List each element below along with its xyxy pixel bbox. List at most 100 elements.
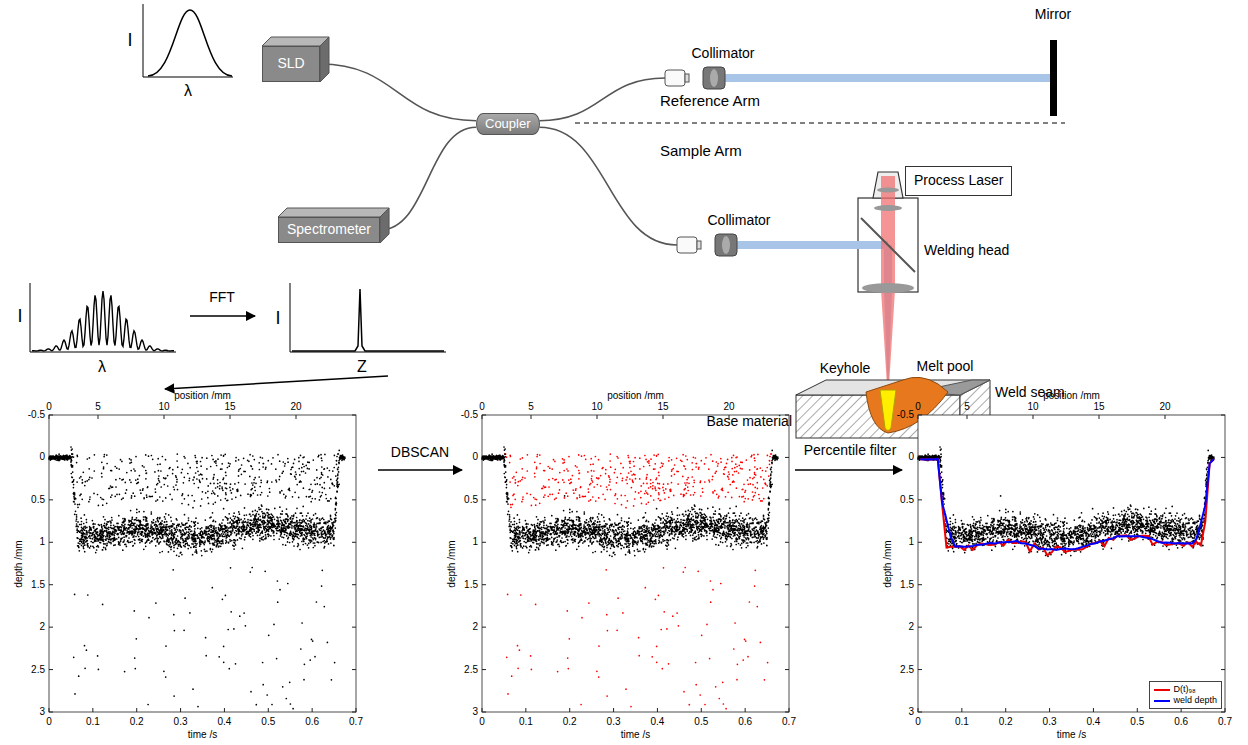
tick-label: 0.1 <box>955 717 969 727</box>
depth-plots <box>49 415 1225 712</box>
line-shape <box>1221 669 1225 670</box>
tick-label: 2.5 <box>31 665 45 675</box>
line-shape <box>1221 627 1225 628</box>
path-shape <box>278 208 389 217</box>
line-shape <box>92 708 93 712</box>
line-shape <box>1093 708 1094 712</box>
axis-label: Z <box>357 359 367 375</box>
tick-label: 0.5 <box>464 495 478 505</box>
tick-label: 0.5 <box>694 717 708 727</box>
tick-label: -0.5 <box>897 410 914 420</box>
line-shape <box>613 708 614 712</box>
line-shape <box>918 415 919 419</box>
collimator-symbol <box>665 66 737 90</box>
collimator: Collimator <box>665 66 737 90</box>
step-label: Percentile filter <box>804 443 897 457</box>
tick-label: 1 <box>39 537 45 547</box>
part-label: Melt pool <box>917 359 974 373</box>
tick-label: 0 <box>479 717 485 727</box>
rect-shape <box>482 415 789 712</box>
weld-depth-line <box>920 459 1214 550</box>
flow-arrow <box>165 376 388 389</box>
tick-label: 2.5 <box>900 665 914 675</box>
optical-fiber <box>320 64 476 121</box>
line-shape <box>230 415 231 419</box>
tick-label: 10 <box>158 402 169 412</box>
tick-label: 0.6 <box>738 717 752 727</box>
filter-arrow <box>795 469 902 471</box>
line-shape <box>352 457 356 458</box>
tick-label: 10 <box>591 402 602 412</box>
tick-label: 2 <box>39 622 45 632</box>
tick-label: 1.5 <box>900 580 914 590</box>
tick-label: 0.6 <box>305 717 319 727</box>
path-shape <box>143 4 233 77</box>
line-shape <box>663 415 664 419</box>
line-shape <box>961 708 962 712</box>
tick-label: 0 <box>479 402 485 412</box>
path-shape <box>32 291 174 351</box>
line-shape <box>1221 542 1225 543</box>
collimator-symbol <box>677 233 749 257</box>
tick-label: 1 <box>908 537 914 547</box>
tick-label: 0.4 <box>650 717 664 727</box>
line-shape <box>268 708 269 712</box>
line-shape <box>918 669 922 670</box>
line-shape <box>49 542 53 543</box>
tick-label: 0.5 <box>900 495 914 505</box>
path-shape <box>148 10 232 76</box>
line-shape <box>356 708 357 712</box>
line-shape <box>531 415 532 419</box>
tick-label: 15 <box>657 402 668 412</box>
tick-label: -0.5 <box>28 410 45 420</box>
path-shape <box>30 283 176 352</box>
line-shape <box>352 499 356 500</box>
box-label: Coupler <box>485 117 531 131</box>
legend-entry: weld depth <box>1154 695 1217 706</box>
scatter-plot <box>49 415 356 712</box>
rect-shape <box>703 67 725 89</box>
axis-label: I <box>275 309 280 327</box>
line-shape <box>312 708 313 712</box>
tick-label: 0.3 <box>1043 717 1057 727</box>
line-shape <box>352 542 356 543</box>
plot-legend: D(t)₉₈weld depth <box>1149 681 1222 709</box>
tick-label: 15 <box>1093 402 1104 412</box>
tick-label: 0.5 <box>261 717 275 727</box>
line-shape <box>1137 708 1138 712</box>
line-shape <box>918 584 922 585</box>
line-shape <box>657 708 658 712</box>
depth-peak <box>290 283 446 352</box>
rect-shape <box>685 74 689 82</box>
line-shape <box>918 499 922 500</box>
line-shape <box>785 457 789 458</box>
ellipse-shape <box>877 188 899 193</box>
tick-label: 0 <box>915 717 921 727</box>
tick-label: 0.7 <box>1218 717 1232 727</box>
box-label: Process Laser <box>914 173 1003 188</box>
rect-shape <box>918 415 1225 712</box>
spectrometer-box: Spectrometer <box>278 217 380 243</box>
tick-label: 0 <box>46 717 52 727</box>
line-shape <box>967 415 968 419</box>
tick-label: 2 <box>472 622 478 632</box>
interferogram <box>30 283 176 352</box>
axis-title: position /mm <box>607 391 664 401</box>
part-label: Keyhole <box>820 361 871 375</box>
axis-title: time /s <box>621 730 650 740</box>
tick-label: 0.5 <box>1130 717 1144 727</box>
arm-label: Sample Arm <box>660 143 742 158</box>
line-shape <box>352 712 356 713</box>
axis-title: depth /mm <box>447 540 457 587</box>
tick-label: 1.5 <box>464 580 478 590</box>
line-shape <box>180 708 181 712</box>
tick-label: 20 <box>723 402 734 412</box>
axis-title: time /s <box>1057 730 1086 740</box>
fft-arrow <box>190 315 255 317</box>
rect-shape <box>715 234 737 256</box>
data-points <box>505 454 772 709</box>
tick-label: 0.7 <box>349 717 363 727</box>
line-shape <box>224 708 225 712</box>
